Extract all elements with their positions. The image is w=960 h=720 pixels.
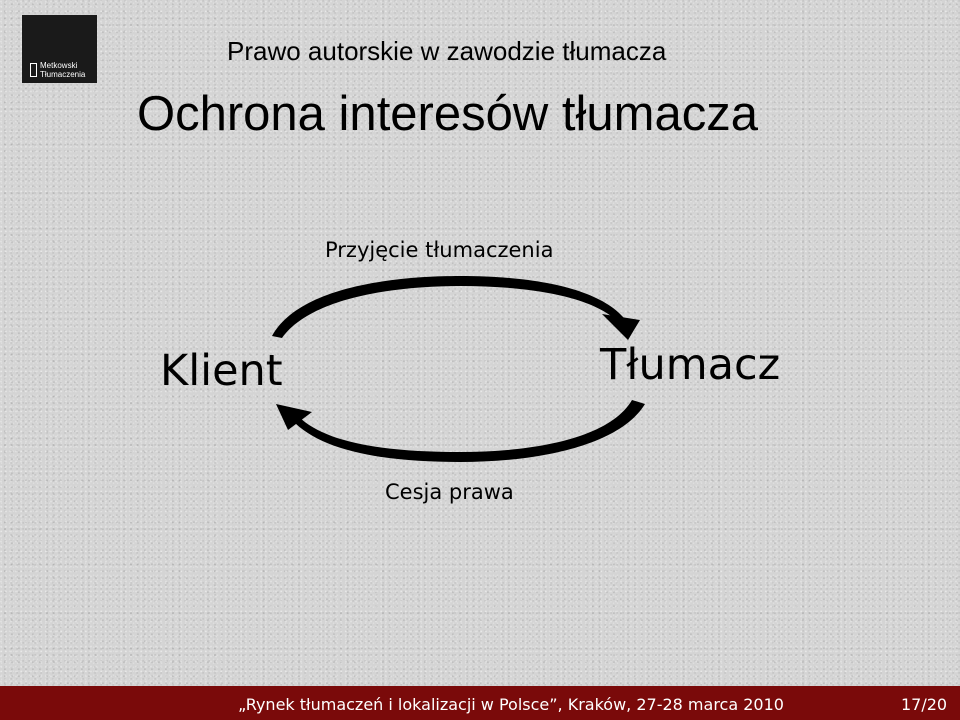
- top-arrow-label: Przyjęcie tłumaczenia: [325, 238, 554, 262]
- page-number: 17/20: [901, 695, 948, 714]
- slide-title: Ochrona interesów tłumacza: [137, 87, 758, 141]
- logo-mark-icon: [30, 63, 37, 77]
- top-arrowhead-icon: [602, 314, 640, 340]
- bottom-arrowhead-icon: [276, 404, 312, 430]
- top-arc-arrow: [272, 276, 624, 338]
- footer-event-text: „Rynek tłumaczeń i lokalizacji w Polsce”…: [238, 695, 784, 714]
- node-tlumacz: Tłumacz: [600, 340, 781, 390]
- logo-line-1: Metkowski: [40, 61, 78, 70]
- bottom-arrow-label: Cesja prawa: [385, 480, 514, 504]
- bottom-arc-arrow: [292, 400, 645, 462]
- slide-subtitle: Prawo autorskie w zawodzie tłumacza: [227, 36, 667, 66]
- logo-text: Metkowski Tłumaczenia: [40, 61, 85, 79]
- logo-content: Metkowski Tłumaczenia: [30, 61, 85, 79]
- logo-line-2: Tłumaczenia: [40, 70, 86, 79]
- footer-bar: „Rynek tłumaczeń i lokalizacji w Polsce”…: [0, 686, 960, 720]
- company-logo: Metkowski Tłumaczenia: [22, 15, 97, 83]
- node-klient: Klient: [160, 346, 283, 396]
